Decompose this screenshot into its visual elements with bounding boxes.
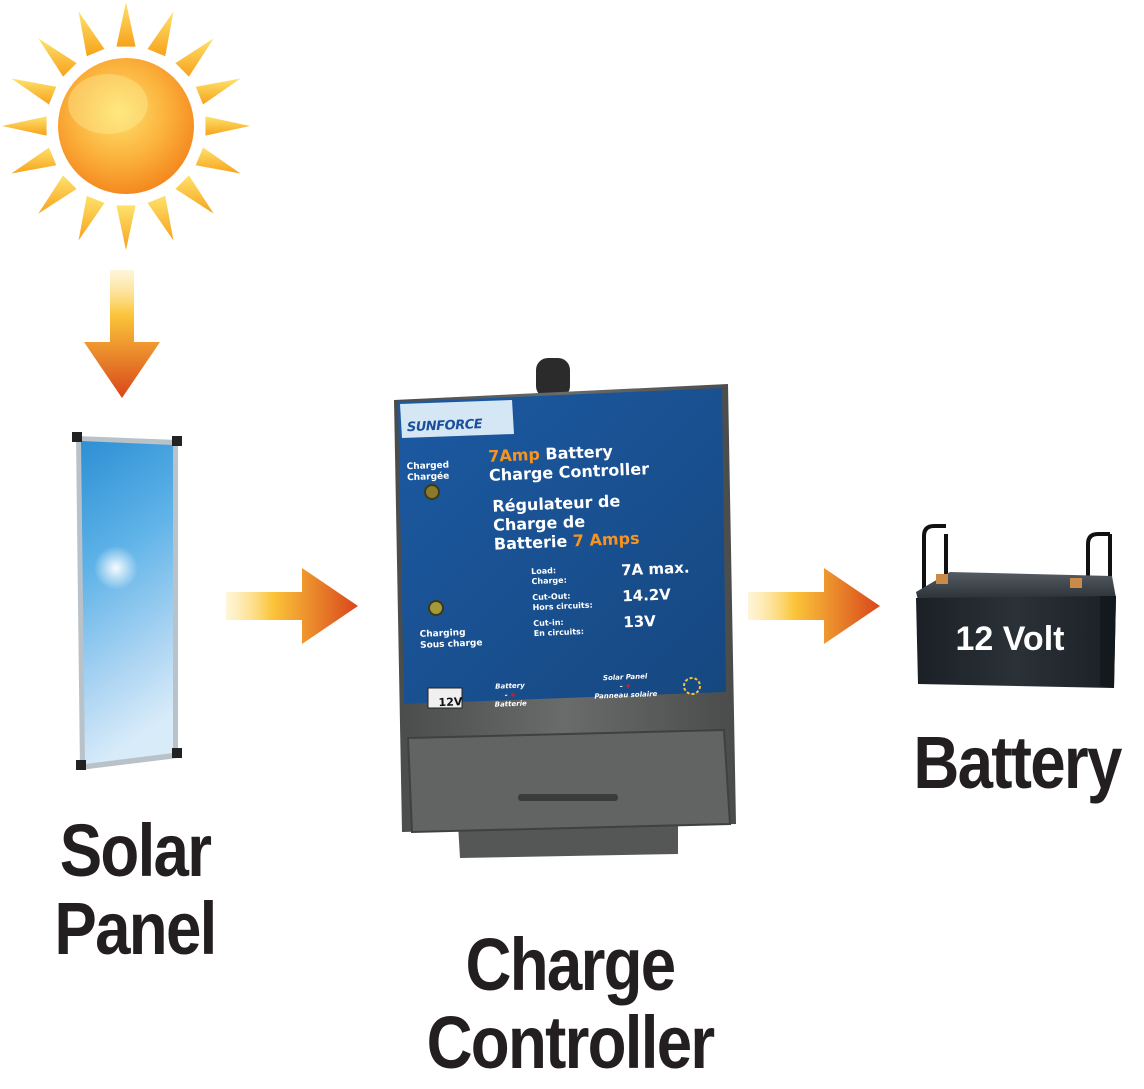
solar-panel-label: Solar Panel [28,812,243,968]
fr-line3-rest: Batterie [493,531,574,554]
title-highlight: 7Amp [487,444,541,466]
spec-cutin-value: 13V [622,611,657,632]
controller-face-text: SUNFORCE Charged Chargée 7Amp Battery Ch… [380,346,761,867]
solar-label-line1: Solar [59,809,212,892]
sun-ray [116,2,136,47]
sun-ray [175,38,214,77]
sun-ray [11,147,57,174]
sun-ray [78,11,105,57]
sun-ray [147,195,174,241]
controller-title-fr: Régulateur de Charge de Batterie 7 Amps [492,491,640,554]
led-label-charged-en: Charged [406,460,450,473]
charge-controller-device [394,358,736,858]
right-arrow-icon [748,568,880,644]
sun-ray [11,78,57,105]
spec-cutout-value: 14.2V [621,585,672,606]
controller-label-line1: Charge [465,923,677,1006]
controller-title: 7Amp Battery Charge Controller [488,440,650,485]
sun-ray [38,38,77,77]
sun-ray [2,116,47,136]
led-label-charging-en: Charging [419,627,466,640]
sun-ray [78,195,105,241]
led-label-charged-fr: Chargée [406,471,450,484]
down-arrow-icon [84,270,160,398]
controller-label-line2: Controller [426,1001,716,1084]
battery-label-text: Battery [913,721,1122,804]
fr-line3-highlight: 7 Amps [572,528,640,551]
spec-cutin-label: Cut-in:En circuits: [533,617,585,639]
battery-terminal-label: Battery - + Batterie [494,681,527,709]
sun-ray [175,175,214,214]
sun-ray [147,11,174,57]
sun-ray [116,205,136,250]
voltage-tag: 12V [438,695,463,710]
battery-volt-label: 12 Volt [955,620,1065,658]
brand-logo: SUNFORCE [406,417,483,436]
battery-image [916,524,1116,688]
sun-ray [195,147,241,174]
sun-icon [2,2,250,250]
solar-label-line2: Panel [54,887,217,970]
spec-load-label: Load:Charge: [530,566,567,587]
solar-panel-image [72,432,182,770]
sun-ray [205,116,250,136]
solar-terminal-label: Solar Panel - + Panneau solaire [594,672,658,701]
right-arrow-icon [226,568,358,644]
sun-ray [195,78,241,105]
battery-label: Battery [908,724,1126,802]
spec-load-value: 7A max. [620,558,690,580]
charge-controller-label: Charge Controller [407,926,734,1082]
led-label-charging-fr: Sous charge [419,638,483,651]
spec-cutout-label: Cut-Out:Hors circuits: [532,591,593,613]
sun-ray [38,175,77,214]
